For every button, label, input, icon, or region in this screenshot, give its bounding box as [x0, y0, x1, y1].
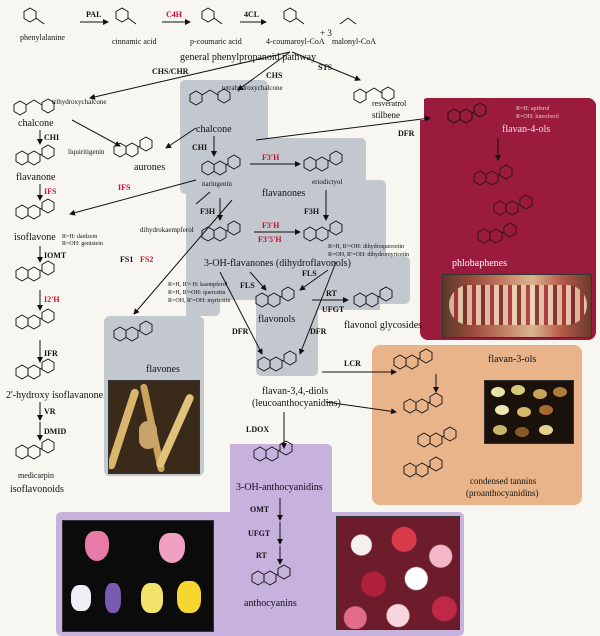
enzyme-iomt: IOMT	[44, 251, 67, 260]
flavones-label: flavones	[146, 364, 180, 375]
enzyme-fs1: FS1	[120, 255, 133, 264]
enzyme-fls-left: FLS	[240, 281, 255, 290]
apiferol-label: R=H: apiferol	[516, 105, 550, 112]
enzyme-f3-5-h: F3'5'H	[258, 235, 282, 244]
enzyme-ifs-center: IFS	[118, 183, 131, 192]
flavanone-left-label: flavanone	[16, 172, 56, 183]
gray-panel-chalcone	[180, 80, 410, 376]
enzyme-c4h: C4H	[166, 10, 183, 19]
enzyme-i2h: I2'H	[44, 295, 60, 304]
enzyme-ufgt-bottom: UFGT	[248, 529, 271, 538]
enzyme-lcr: LCR	[344, 359, 361, 368]
enzyme-ldox: LDOX	[246, 425, 269, 434]
luteoforol-label: R=OH: luteoforol	[516, 113, 559, 120]
enzyme-f3prime-h: F3'H	[262, 221, 280, 230]
condensed-tannins-label: condensed tannins	[470, 476, 537, 486]
enzyme-fls-right: FLS	[302, 269, 317, 278]
quercetin-label: R=H, R'=OH: quercetin	[168, 290, 225, 296]
trihydroxychalcone-label: trihydroxychalcone	[52, 98, 106, 106]
enzyme-vr: VR	[44, 407, 56, 416]
enzyme-chs: CHS	[266, 71, 283, 80]
general-phenylpropanoid-pathway-label: general phenylpropanoid pathway	[180, 52, 316, 63]
enzyme-dfr-right: DFR	[310, 327, 327, 336]
p-coumaric-acid-label: p-coumaric acid	[190, 37, 242, 46]
isoflavone-label: isoflavone	[14, 232, 56, 243]
isoflavonoids-label: isoflavonoids	[10, 484, 64, 495]
naringenin-label: naringenin	[202, 180, 232, 188]
corn-photo	[442, 274, 592, 338]
enzyme-omt: OMT	[250, 505, 270, 514]
enzyme-dmid: DMID	[44, 427, 66, 436]
enzyme-sts: STS	[318, 63, 333, 72]
eriodictyol-label: eriodictyol	[312, 178, 342, 186]
kaempferol-label: R=H, R'= H: kaempferol	[168, 281, 228, 288]
genistein-label: R=OH: genistein	[62, 241, 103, 247]
cinnamic-acid-label: cinnamic acid	[112, 37, 157, 46]
leucoanthocyanidins-label: (leucoanthocyanidins)	[252, 398, 341, 409]
liquiritigenin-label: liquiritigenin	[68, 148, 105, 156]
daidzein-label: R=H: daidzein	[62, 234, 97, 240]
enzyme-rt-bottom: RT	[256, 551, 267, 560]
enzyme-ifs-left: IFS	[44, 187, 57, 196]
enzyme-f3h-right: F3H	[304, 207, 320, 216]
enzyme-fs2: FS2	[140, 255, 153, 264]
enzyme-f3h-left: F3H	[200, 207, 216, 216]
tendrils-photo	[108, 380, 200, 474]
flavonol-glycosides-label: flavonol glycosides	[344, 320, 422, 331]
proanthocyanidins-label: (proanthocyanidins)	[466, 488, 538, 498]
aurones-label: aurones	[134, 162, 165, 173]
enzyme-dfr-left: DFR	[232, 327, 249, 336]
flavan-4-ols-label: flavan-4-ols	[502, 124, 550, 135]
dihydrokaempferol-label: dihydrokaempferol	[140, 226, 194, 234]
stilbene-label: stilbene	[372, 110, 400, 120]
medicarpin-label: medicarpin	[18, 471, 54, 480]
dihydromyricetin-label: R=OH, R'=OH: dihydromyricetin	[328, 252, 409, 258]
seeds-photo	[484, 380, 574, 444]
enzyme-chi-left: CHI	[44, 133, 59, 142]
tetrahydroxychalcone-label: tetrahydroxychalcone	[222, 84, 283, 92]
enzyme-chs-chr: CHS/CHR	[152, 67, 189, 76]
enzyme-ufgt-top: UFGT	[322, 305, 345, 314]
hydroxy-isoflavanone-label: 2'-hydroxy isoflavanone	[6, 390, 104, 401]
dihydroflavonols-label: 3-OH-flavanones (dihydroflavonols)	[204, 258, 351, 269]
coumaroyl-coa-label: 4-coumaroyl-CoA	[266, 37, 325, 46]
flavanones-label: flavanones	[262, 188, 305, 199]
plus-three-label: + 3	[320, 28, 332, 38]
enzyme-f3prime-h-top: F3'H	[262, 153, 280, 162]
flavan-diols-label: flavan-3,4,-diols	[262, 386, 328, 397]
chalcone-center-label: chalcone	[196, 124, 232, 135]
enzyme-chi-center: CHI	[192, 143, 207, 152]
enzyme-dfr-top: DFR	[398, 129, 415, 138]
enzyme-rt-top: RT	[326, 289, 337, 298]
petunia-photo	[336, 516, 460, 630]
myricetin-label: R=OH, R'=OH: myricetin	[168, 298, 230, 304]
anthocyanins-label: anthocyanins	[244, 598, 297, 609]
snapdragon-photo	[62, 520, 214, 632]
ohanthocyanidins-label: 3-OH-anthocyanidins	[236, 482, 323, 493]
enzyme-ifr: IFR	[44, 349, 58, 358]
flavan-3-ols-label: flavan-3-ols	[488, 354, 536, 365]
enzyme-pal: PAL	[86, 10, 101, 19]
phlobaphenes-label: phlobaphenes	[452, 258, 507, 269]
flavonols-label: flavonols	[258, 314, 295, 325]
malonyl-coa-label: malonyl-CoA	[332, 37, 376, 46]
dihydroquercetin-label: R=H, R'=OH: dihydroquercetin	[328, 244, 404, 250]
phenylalanine-label: phenylalanine	[20, 33, 65, 42]
chalcone-left-label: chalcone	[18, 118, 54, 129]
resveratrol-label: resveratrol	[372, 99, 407, 108]
enzyme-4cl: 4CL	[244, 10, 259, 19]
